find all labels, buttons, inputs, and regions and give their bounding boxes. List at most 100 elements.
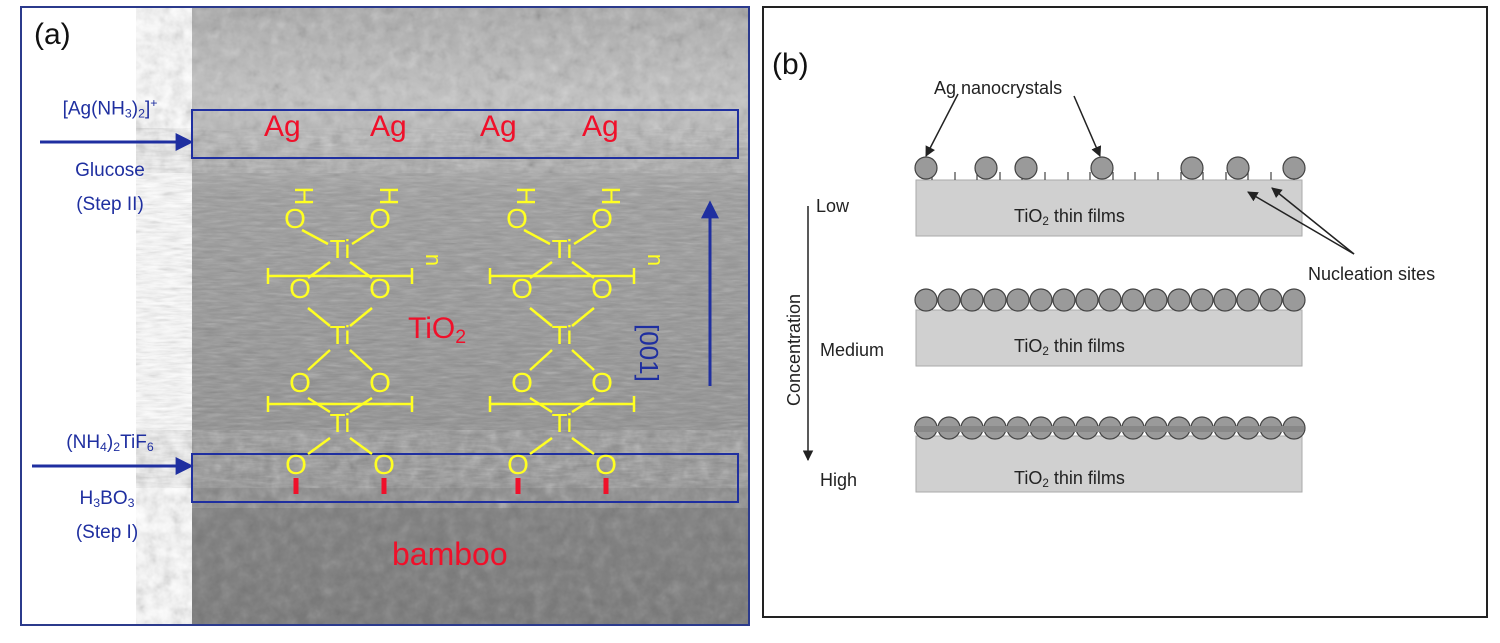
film-medium <box>915 309 1303 367</box>
o-atom: O <box>591 367 613 398</box>
bond <box>307 349 331 371</box>
ag-nanocrystal <box>1090 156 1114 180</box>
ag-nanocrystal <box>1236 288 1260 312</box>
bond <box>529 307 553 327</box>
tio2-label: TiO2 <box>408 312 467 348</box>
bond <box>573 228 597 246</box>
o-atom: O <box>289 273 311 304</box>
tio2-seed-layer-box <box>191 453 739 503</box>
o-atom: O <box>511 367 533 398</box>
panel-b-graphic <box>802 93 1355 493</box>
ag-nanocrystal <box>937 288 961 312</box>
ag-nanocrystal <box>914 288 938 312</box>
ag-label-3: Ag <box>480 110 517 143</box>
step2-label: (Step II) <box>76 194 144 215</box>
ag-nanocrystal <box>1075 288 1099 312</box>
level-medium: Medium <box>820 340 885 360</box>
ag-arrow-2 <box>1073 95 1102 157</box>
nucleation-sites-label: Nucleation sites <box>1308 264 1436 284</box>
film-high <box>915 435 1303 493</box>
nucleation-sites-low <box>914 156 1306 180</box>
ti-atom: Ti <box>552 234 573 264</box>
nucleation-arrow-2 <box>1271 187 1355 255</box>
ag-nanocrystal <box>1259 288 1283 312</box>
film-label-medium: TiO2 thin films <box>1014 336 1125 358</box>
high-coverage-band <box>914 426 1304 432</box>
ag-nanocrystal <box>1282 288 1306 312</box>
film-label-high: TiO2 thin films <box>1014 468 1125 490</box>
ag-nanocrystal <box>1180 156 1204 180</box>
ti-atom: Ti <box>330 234 351 264</box>
o-atom: O <box>285 449 307 480</box>
ag-nanocrystal <box>983 288 1007 312</box>
o-atom: O <box>369 203 391 234</box>
bond <box>351 228 375 246</box>
ti-atom: Ti <box>330 408 351 438</box>
ag-nanocrystal <box>1052 288 1076 312</box>
ag-nanocrystal <box>914 156 938 180</box>
bond <box>571 396 595 414</box>
ag-label-1: Ag <box>264 110 301 143</box>
repeat-index: n <box>421 254 446 266</box>
bond <box>349 436 373 456</box>
film-label-low: TiO2 thin films <box>1014 206 1125 228</box>
ag-nanocrystal <box>1014 156 1038 180</box>
o-atom: O <box>289 367 311 398</box>
ag-arrow-1 <box>925 93 959 157</box>
level-high: High <box>820 470 858 490</box>
nucleation-arrow-1 <box>1247 191 1355 255</box>
nucleation-sites-medium <box>914 288 1306 312</box>
bond <box>349 260 373 280</box>
h-atom: H <box>596 187 626 206</box>
ag-nanocrystal <box>1006 288 1030 312</box>
bond <box>307 307 331 327</box>
bond <box>571 307 595 327</box>
ag-nanocrystal <box>1167 288 1191 312</box>
ag-nanocrystal <box>1098 288 1122 312</box>
ag-nanocrystal <box>1121 288 1145 312</box>
bond <box>571 436 595 456</box>
o-atom: O <box>591 203 613 234</box>
reagent-glucose: Glucose <box>75 160 145 181</box>
ag-nanocrystals-label: Ag nanocrystals <box>934 78 1063 98</box>
o-atom: O <box>369 273 391 304</box>
ag-label-2: Ag <box>370 110 407 143</box>
bond <box>307 396 331 414</box>
bond <box>307 260 331 280</box>
ag-nanocrystal <box>1226 156 1250 180</box>
step1-label: (Step I) <box>75 522 139 543</box>
ag-nanocrystal <box>1029 288 1053 312</box>
panel-b-tag: (b) <box>772 48 809 81</box>
o-atom: O <box>591 273 613 304</box>
bond <box>349 349 373 371</box>
ag-nanocrystal <box>1144 288 1168 312</box>
o-atom: O <box>373 449 395 480</box>
concentration-label: Concentration <box>784 293 804 406</box>
h-atom: H <box>289 187 319 206</box>
direction-label: [001] <box>634 324 664 382</box>
o-atom: O <box>284 203 306 234</box>
bamboo-label: bamboo <box>392 536 508 572</box>
ag-nanocrystal <box>1213 288 1237 312</box>
panel-a-tag: (a) <box>34 18 71 51</box>
reagent-ammonium-fluorotitanate: (NH4)2TiF6 <box>66 432 154 455</box>
sem-image <box>192 8 748 624</box>
o-atom: O <box>506 203 528 234</box>
o-atom: O <box>511 273 533 304</box>
panel-b: (b) Ag nanocrystals Nucleation sites Low… <box>762 6 1488 618</box>
bond <box>307 436 331 456</box>
bond <box>571 349 595 371</box>
ag-nanocrystal <box>1282 156 1306 180</box>
o-atom: O <box>369 367 391 398</box>
bond <box>301 228 329 246</box>
ag-nanocrystal <box>1190 288 1214 312</box>
h-atom: H <box>511 187 541 206</box>
ag-nanocrystal <box>974 156 998 180</box>
o-atom: O <box>507 449 529 480</box>
ti-atom: Ti <box>552 408 573 438</box>
ti-atom: Ti <box>330 320 351 350</box>
bond <box>529 436 553 456</box>
h-atom: H <box>374 187 404 206</box>
